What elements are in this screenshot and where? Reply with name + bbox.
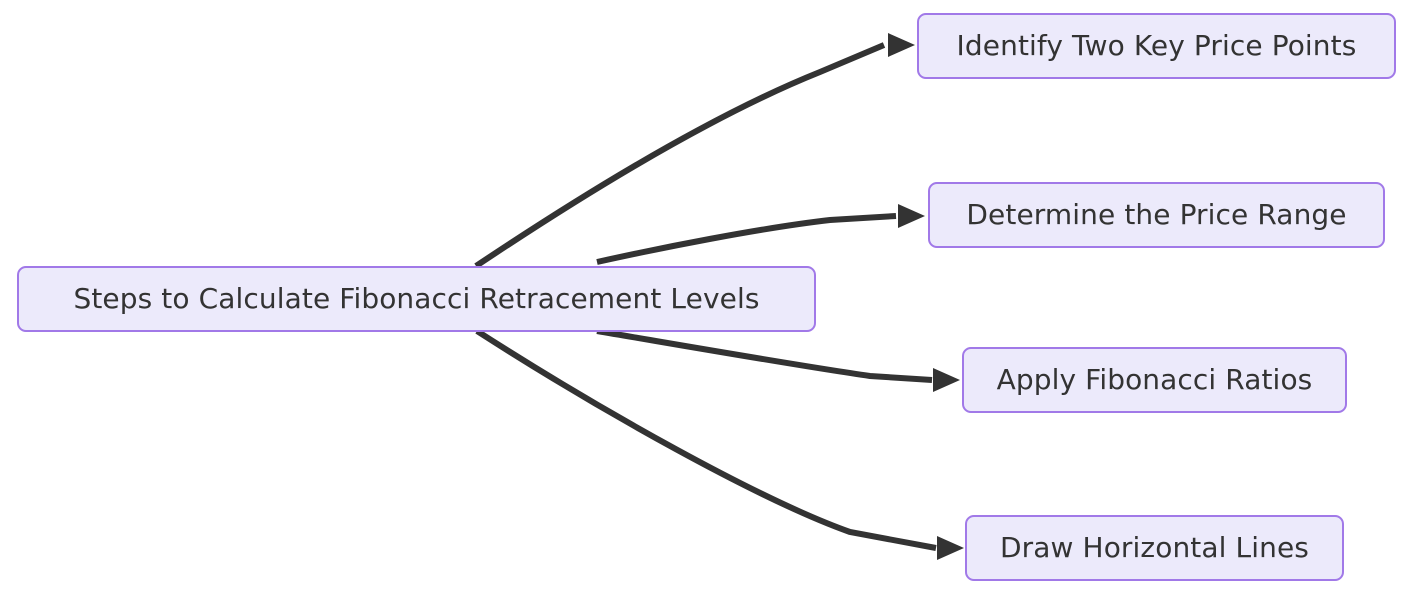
node-step4-label: Draw Horizontal Lines xyxy=(1000,531,1309,564)
node-step2-label: Determine the Price Range xyxy=(966,198,1347,231)
arrowhead-step2-icon xyxy=(898,204,925,228)
node-root[interactable]: Steps to Calculate Fibonacci Retracement… xyxy=(17,266,816,332)
arrowhead-step4-icon xyxy=(937,536,964,560)
edge-root-to-step3 xyxy=(596,328,933,383)
node-root-label: Steps to Calculate Fibonacci Retracement… xyxy=(73,282,760,315)
node-draw-horizontal-lines[interactable]: Draw Horizontal Lines xyxy=(965,515,1344,581)
node-step1-label: Identify Two Key Price Points xyxy=(956,29,1357,62)
edge-root-to-step1 xyxy=(474,42,886,269)
edge-root-to-step2 xyxy=(596,213,897,265)
arrowhead-step3-icon xyxy=(933,368,960,392)
node-determine-the-price-range[interactable]: Determine the Price Range xyxy=(928,182,1385,248)
arrowhead-step1-icon xyxy=(888,33,915,57)
node-apply-fibonacci-ratios[interactable]: Apply Fibonacci Ratios xyxy=(962,347,1347,413)
edge-root-to-step4 xyxy=(475,328,937,551)
node-identify-two-key-price-points[interactable]: Identify Two Key Price Points xyxy=(917,13,1396,79)
node-step3-label: Apply Fibonacci Ratios xyxy=(996,363,1313,396)
